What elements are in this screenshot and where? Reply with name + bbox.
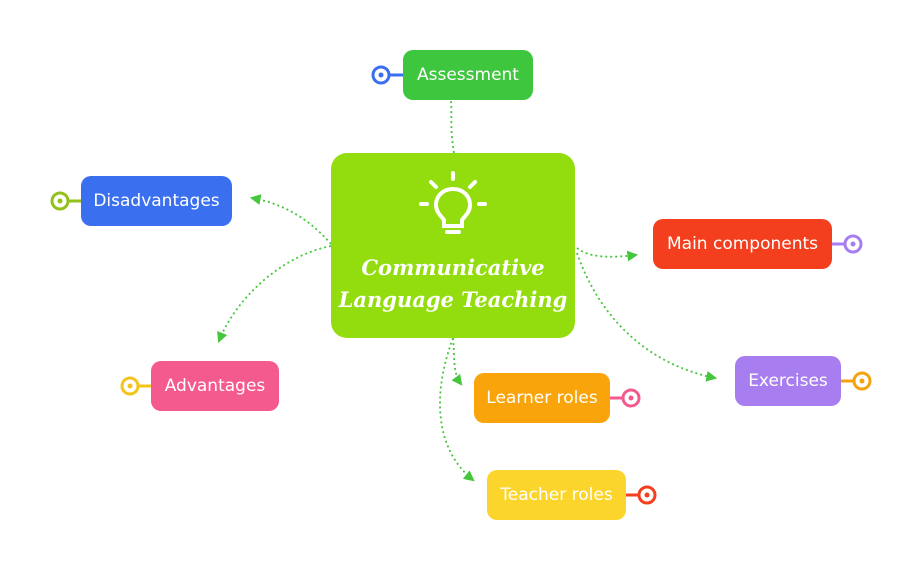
topic-advantages[interactable]: Advantages <box>151 361 279 411</box>
connector-teacher-roles <box>439 337 475 482</box>
handle-dot-advantages <box>127 383 133 389</box>
central-topic-line-2: Language Teaching <box>338 287 568 312</box>
central-topic-line-1: Communicative <box>361 255 545 280</box>
handle-dot-main-components <box>850 241 856 247</box>
handle-dot-learner-roles <box>628 395 634 401</box>
handle-dot-disadvantages <box>57 198 63 204</box>
connector-main-components <box>576 247 639 262</box>
connectors <box>217 99 718 482</box>
connector-advantages <box>217 245 332 344</box>
topic-disadvantages[interactable]: Disadvantages <box>81 176 232 226</box>
connector-learner-roles <box>451 337 463 386</box>
topic-teacher-roles[interactable]: Teacher roles <box>487 470 626 520</box>
topic-learner-roles[interactable]: Learner roles <box>474 373 610 423</box>
central-topic[interactable] <box>331 153 575 338</box>
connector-disadvantages <box>249 194 332 245</box>
handle-dot-assessment <box>378 72 384 78</box>
topic-assessment[interactable]: Assessment <box>403 50 533 100</box>
handle-dot-exercises <box>859 378 865 384</box>
connector-exercises <box>576 252 718 382</box>
topic-main-components[interactable]: Main components <box>653 219 832 269</box>
topic-exercises[interactable]: Exercises <box>735 356 841 406</box>
connector-assessment <box>450 99 455 154</box>
central-topic-title: Communicative Language Teaching <box>331 252 575 316</box>
lightbulb-icon <box>419 171 487 234</box>
node-handles <box>50 65 872 505</box>
handle-dot-teacher-roles <box>644 492 650 498</box>
